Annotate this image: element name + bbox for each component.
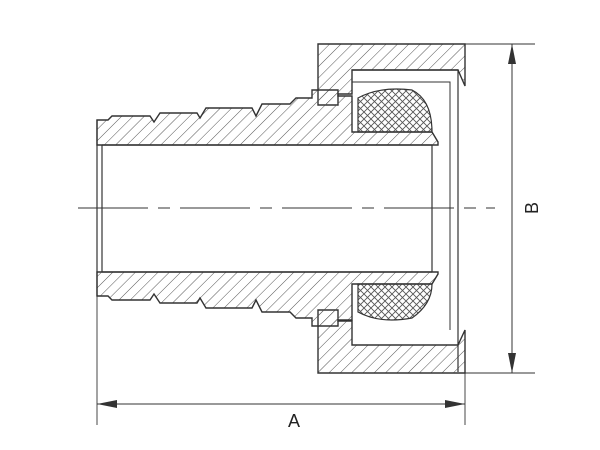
nut-inner-outline-top-step xyxy=(352,81,451,330)
seal-upper xyxy=(357,88,433,133)
arrow-b-top xyxy=(508,44,516,64)
dimension-label-a: A xyxy=(288,411,300,431)
seal-lower xyxy=(357,283,433,321)
nut-inner-outline-upper xyxy=(352,69,459,372)
arrow-b-bottom xyxy=(508,353,516,373)
dimension-label-b: B xyxy=(522,202,542,214)
arrow-a-right xyxy=(445,400,465,408)
body-lower-wall xyxy=(96,271,439,327)
arrow-a-left xyxy=(97,400,117,408)
